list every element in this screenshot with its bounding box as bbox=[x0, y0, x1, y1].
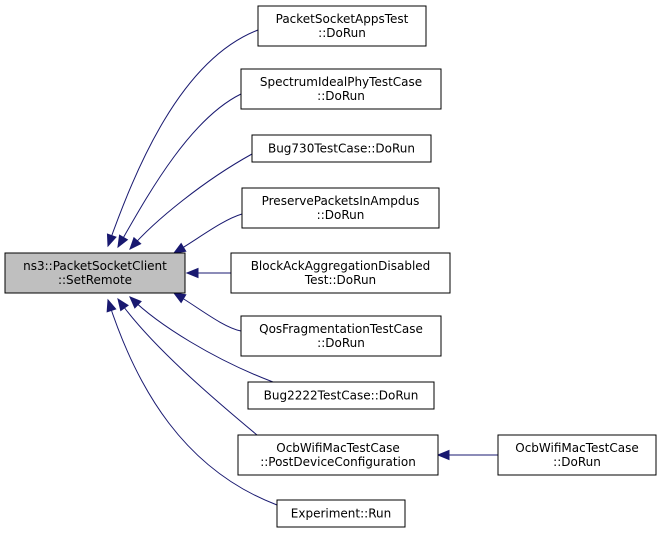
node-label-line: ::SetRemote bbox=[58, 273, 132, 287]
node-label-line: Test::DoRun bbox=[304, 273, 376, 287]
node-box bbox=[241, 187, 440, 229]
node-label-line: ::DoRun bbox=[317, 336, 365, 350]
arrowhead-icon bbox=[129, 236, 142, 250]
node-box bbox=[4, 252, 186, 294]
node-label-line: ::DoRun bbox=[553, 455, 601, 469]
arrowhead-icon bbox=[106, 298, 117, 313]
arrowhead-icon bbox=[185, 267, 199, 279]
arrowhead-icon bbox=[436, 449, 450, 461]
node-label-line: BlockAckAggregationDisabled bbox=[251, 259, 431, 273]
node-box bbox=[251, 134, 432, 163]
edge-line bbox=[107, 299, 278, 506]
caller-node-n8[interactable]: OcbWifiMacTestCase::PostDeviceConfigurat… bbox=[237, 434, 439, 476]
arrowhead-icon bbox=[172, 292, 187, 304]
caller-node-n6[interactable]: QosFragmentationTestCase::DoRun bbox=[240, 315, 442, 357]
arrowhead-icon bbox=[117, 234, 129, 249]
node-label-line: SpectrumIdealPhyTestCase bbox=[260, 75, 422, 89]
node-box bbox=[230, 252, 451, 294]
node-label-line: Bug730TestCase::DoRun bbox=[268, 142, 415, 156]
root-node[interactable]: ns3::PacketSocketClient::SetRemote bbox=[4, 252, 186, 294]
edge-line bbox=[117, 298, 258, 436]
caller-node-n1[interactable]: PacketSocketAppsTest::DoRun bbox=[257, 5, 427, 47]
edge-n6-to-root bbox=[172, 292, 242, 332]
edge-n5-to-root bbox=[185, 267, 231, 279]
edge-line bbox=[107, 29, 259, 247]
edge-n3-to-root bbox=[129, 153, 253, 250]
caller-node-n10[interactable]: OcbWifiMacTestCase::DoRun bbox=[497, 434, 657, 476]
edge-n4-to-root bbox=[172, 213, 243, 254]
edge-n7-to-root bbox=[129, 296, 274, 383]
node-label-line: QosFragmentationTestCase bbox=[259, 322, 423, 336]
caller-node-n4[interactable]: PreservePacketsInAmpdus::DoRun bbox=[241, 187, 440, 229]
node-label-line: PreservePacketsInAmpdus bbox=[262, 194, 420, 208]
node-label-line: PacketSocketAppsTest bbox=[276, 12, 409, 26]
node-label-line: Bug2222TestCase::DoRun bbox=[264, 389, 419, 403]
edges-layer bbox=[106, 29, 498, 506]
edge-line bbox=[129, 296, 274, 383]
caller-node-n9[interactable]: Experiment::Run bbox=[276, 499, 406, 528]
node-box bbox=[240, 68, 442, 110]
caller-node-n3[interactable]: Bug730TestCase::DoRun bbox=[251, 134, 432, 163]
node-label-line: Experiment::Run bbox=[291, 507, 391, 521]
node-label-line: ::PostDeviceConfiguration bbox=[260, 455, 416, 469]
edge-line bbox=[173, 213, 243, 254]
edge-n9-to-root bbox=[106, 298, 278, 506]
node-label-line: ns3::PacketSocketClient bbox=[23, 259, 167, 273]
node-label-line: OcbWifiMacTestCase bbox=[276, 441, 399, 455]
arrowhead-icon bbox=[117, 297, 129, 312]
node-label-line: OcbWifiMacTestCase bbox=[515, 441, 638, 455]
caller-node-n7[interactable]: Bug2222TestCase::DoRun bbox=[247, 381, 435, 410]
node-label-line: ::DoRun bbox=[318, 26, 366, 40]
node-box bbox=[497, 434, 657, 476]
node-label-line: ::DoRun bbox=[317, 208, 365, 222]
node-box bbox=[237, 434, 439, 476]
edge-line bbox=[117, 93, 242, 248]
arrowhead-icon bbox=[106, 233, 117, 248]
edge-n10-to-n8 bbox=[436, 449, 498, 461]
caller-node-n2[interactable]: SpectrumIdealPhyTestCase::DoRun bbox=[240, 68, 442, 110]
arrowhead-icon bbox=[172, 242, 187, 254]
edge-n2-to-root bbox=[117, 93, 242, 249]
edge-line bbox=[173, 292, 242, 332]
edge-n8-to-root bbox=[117, 297, 258, 436]
edge-line bbox=[129, 153, 253, 250]
arrowhead-icon bbox=[129, 296, 142, 309]
node-label-line: ::DoRun bbox=[317, 89, 365, 103]
node-box bbox=[276, 499, 406, 528]
nodes-layer: ns3::PacketSocketClient::SetRemote Packet… bbox=[4, 5, 657, 528]
node-box bbox=[247, 381, 435, 410]
node-box bbox=[257, 5, 427, 47]
edge-n1-to-root bbox=[106, 29, 259, 248]
node-box bbox=[240, 315, 442, 357]
